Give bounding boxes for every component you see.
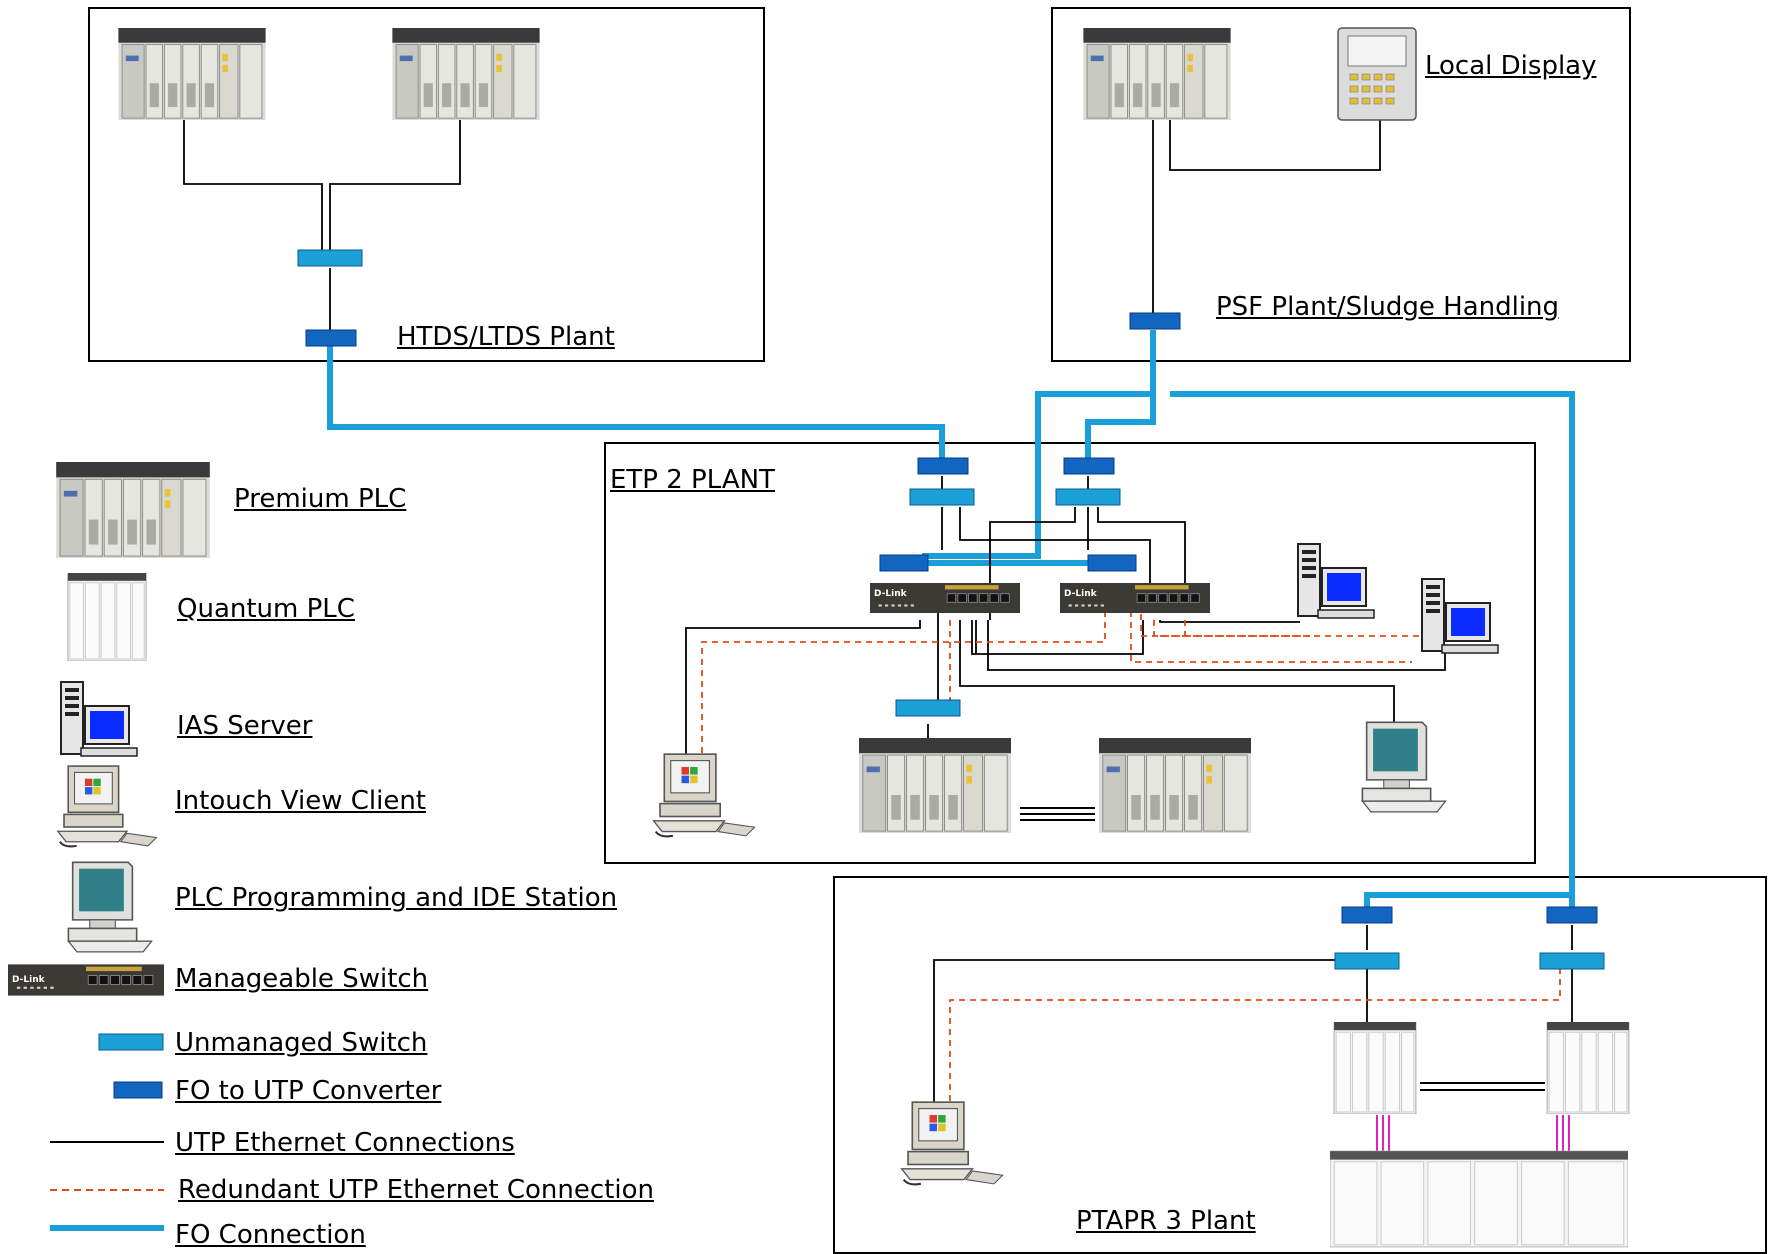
fo-link-psf-etp2 [1085, 330, 1156, 458]
legend-utp-label: UTP Ethernet Connections [175, 1128, 515, 1158]
etp2-fo-converter-2 [1063, 457, 1115, 475]
etp2-premium-plc-2 [1098, 738, 1252, 833]
htds-plant-label: HTDS/LTDS Plant [397, 322, 615, 352]
utp-connections [183, 110, 1573, 1110]
etp2-intouch-client [652, 753, 756, 838]
legend-fo-label: FO Connection [175, 1220, 366, 1250]
ptapr3-unmanaged-switch-2 [1539, 952, 1605, 970]
etp2-switch-1-brand: D-Link [874, 589, 908, 599]
ptapr3-quantum-plc-1 [1333, 1022, 1417, 1114]
etp2-plant-label: ETP 2 PLANT [610, 465, 775, 495]
etp2-unmanaged-switch-3 [895, 699, 961, 717]
fo-connections [327, 330, 1575, 907]
legend-switch-brand: D-Link [12, 975, 46, 985]
legend-quantum-plc-icon [67, 573, 147, 661]
redundant-connections [701, 600, 1561, 1108]
legend-premium-plc-label: Premium PLC [234, 484, 407, 514]
ptapr3-quantum-io-rack [1330, 1150, 1628, 1248]
etp2-premium-plc-1 [858, 738, 1012, 833]
etp2-unmanaged-switch-2 [1055, 488, 1121, 506]
htds-premium-plc-1 [117, 28, 267, 120]
htds-plant-box [88, 7, 765, 362]
ptapr3-fo-converter-1 [1341, 906, 1393, 924]
legend-ide-station-label: PLC Programming and IDE Station [175, 883, 618, 913]
ptapr3-intouch-client [900, 1101, 1004, 1186]
legend-fo-converter-icon [113, 1081, 163, 1099]
legend-manageable-switch-label: Manageable Switch [175, 964, 429, 994]
htds-premium-plc-2 [391, 28, 541, 120]
legend-unmanaged-switch-icon [98, 1033, 164, 1051]
ptapr3-plant-box [833, 876, 1767, 1254]
ptapr3-fo-converter-2 [1546, 906, 1598, 924]
psf-plant-label: PSF Plant/Sludge Handling [1216, 292, 1560, 322]
etp2-ias-server-2 [1420, 577, 1500, 655]
etp2-fo-converter-4 [1087, 554, 1137, 572]
etp2-unmanaged-switch-1 [909, 488, 975, 506]
psf-plant-box [1051, 7, 1631, 362]
psf-fo-converter [1129, 312, 1181, 330]
legend-intouch-client-label: Intouch View Client [175, 786, 426, 816]
legend-ias-server-label: IAS Server [177, 711, 313, 741]
local-display-device [1337, 27, 1417, 121]
etp2-switch-2-brand: D-Link [1064, 589, 1098, 599]
htds-fo-converter [305, 329, 357, 347]
plant-boxes [88, 7, 1767, 1254]
ptapr3-plant-label: PTAPR 3 Plant [1076, 1206, 1256, 1236]
etp2-ias-server-1 [1296, 542, 1376, 620]
legend-unmanaged-switch-label: Unmanaged Switch [175, 1028, 428, 1058]
etp2-fo-converter-1 [917, 457, 969, 475]
legend-quantum-plc-label: Quantum PLC [177, 594, 355, 624]
ptapr3-quantum-plc-2 [1546, 1022, 1630, 1114]
fo-link-htds-etp2 [327, 345, 945, 458]
local-display-label: Local Display [1425, 51, 1597, 81]
htds-unmanaged-switch [297, 249, 363, 267]
etp2-plant-box [604, 442, 1536, 864]
legend-ide-station-icon [67, 861, 153, 953]
legend-premium-plc-icon [55, 462, 211, 558]
plc-interconnect [1020, 807, 1545, 1091]
legend-ias-server-icon [59, 680, 139, 758]
psf-premium-plc [1082, 28, 1232, 120]
legend-fo-converter-label: FO to UTP Converter [175, 1076, 442, 1106]
ptapr3-unmanaged-switch-1 [1334, 952, 1400, 970]
etp2-fo-converter-3 [879, 554, 929, 572]
legend-redundant-label: Redundant UTP Ethernet Connection [178, 1175, 654, 1205]
legend-intouch-client-icon [56, 764, 158, 848]
etp2-ide-station [1361, 721, 1447, 813]
